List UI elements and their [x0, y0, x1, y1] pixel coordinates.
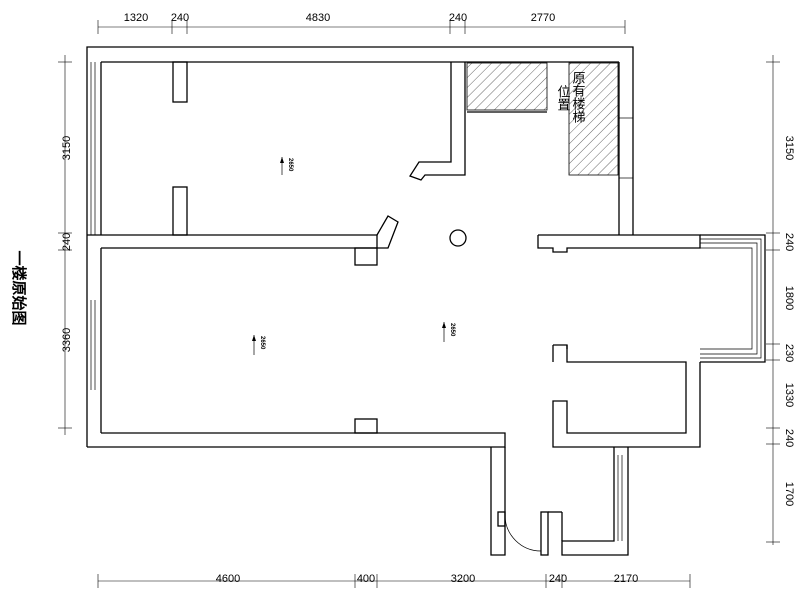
dim-right-1: 3150 [783, 136, 795, 160]
dim-top-2: 240 [171, 12, 189, 24]
dim-right-6: 240 [783, 429, 795, 447]
ceiling-height-1: 2650 [280, 157, 293, 175]
stair-note-line-2: 位置 [556, 85, 571, 111]
dim-top-1: 1320 [124, 12, 148, 24]
dimension-bottom: 4600 400 3200 240 2170 [97, 573, 691, 588]
dim-top-3: 4830 [306, 12, 330, 24]
dimension-left: 3150 240 3360 [58, 55, 73, 435]
dim-right-7: 1700 [783, 482, 795, 506]
dim-right-4: 230 [783, 344, 795, 362]
dim-left-3: 3360 [61, 328, 73, 352]
stair-note: 原有楼梯 位置 [556, 71, 586, 123]
ceiling-height-2: 2650 [252, 335, 265, 355]
dim-bottom-5: 2170 [614, 573, 638, 585]
dimension-top: 1320 240 4830 240 2770 [97, 12, 626, 34]
plan-title: 一楼原始图 [10, 250, 28, 325]
dim-left-2: 240 [61, 233, 73, 251]
dim-top-4: 240 [449, 12, 467, 24]
dim-top-5: 2770 [531, 12, 555, 24]
dim-bottom-1: 4600 [216, 573, 240, 585]
dimension-right: 3150 240 1800 230 1330 240 1700 [766, 55, 795, 545]
dim-left-1: 3150 [61, 136, 73, 160]
dim-bottom-3: 3200 [451, 573, 475, 585]
svg-text:2650: 2650 [259, 336, 265, 350]
dim-bottom-2: 400 [357, 573, 375, 585]
svg-text:2650: 2650 [449, 323, 455, 337]
walls [86, 46, 766, 556]
dim-bottom-4: 240 [549, 573, 567, 585]
svg-text:2650: 2650 [287, 158, 293, 172]
dim-right-3: 1800 [783, 286, 795, 310]
ceiling-height-3: 2650 [442, 322, 455, 342]
dim-right-2: 240 [783, 233, 795, 251]
stair-note-line-1: 原有楼梯 [571, 71, 586, 123]
dim-right-5: 1330 [783, 383, 795, 407]
